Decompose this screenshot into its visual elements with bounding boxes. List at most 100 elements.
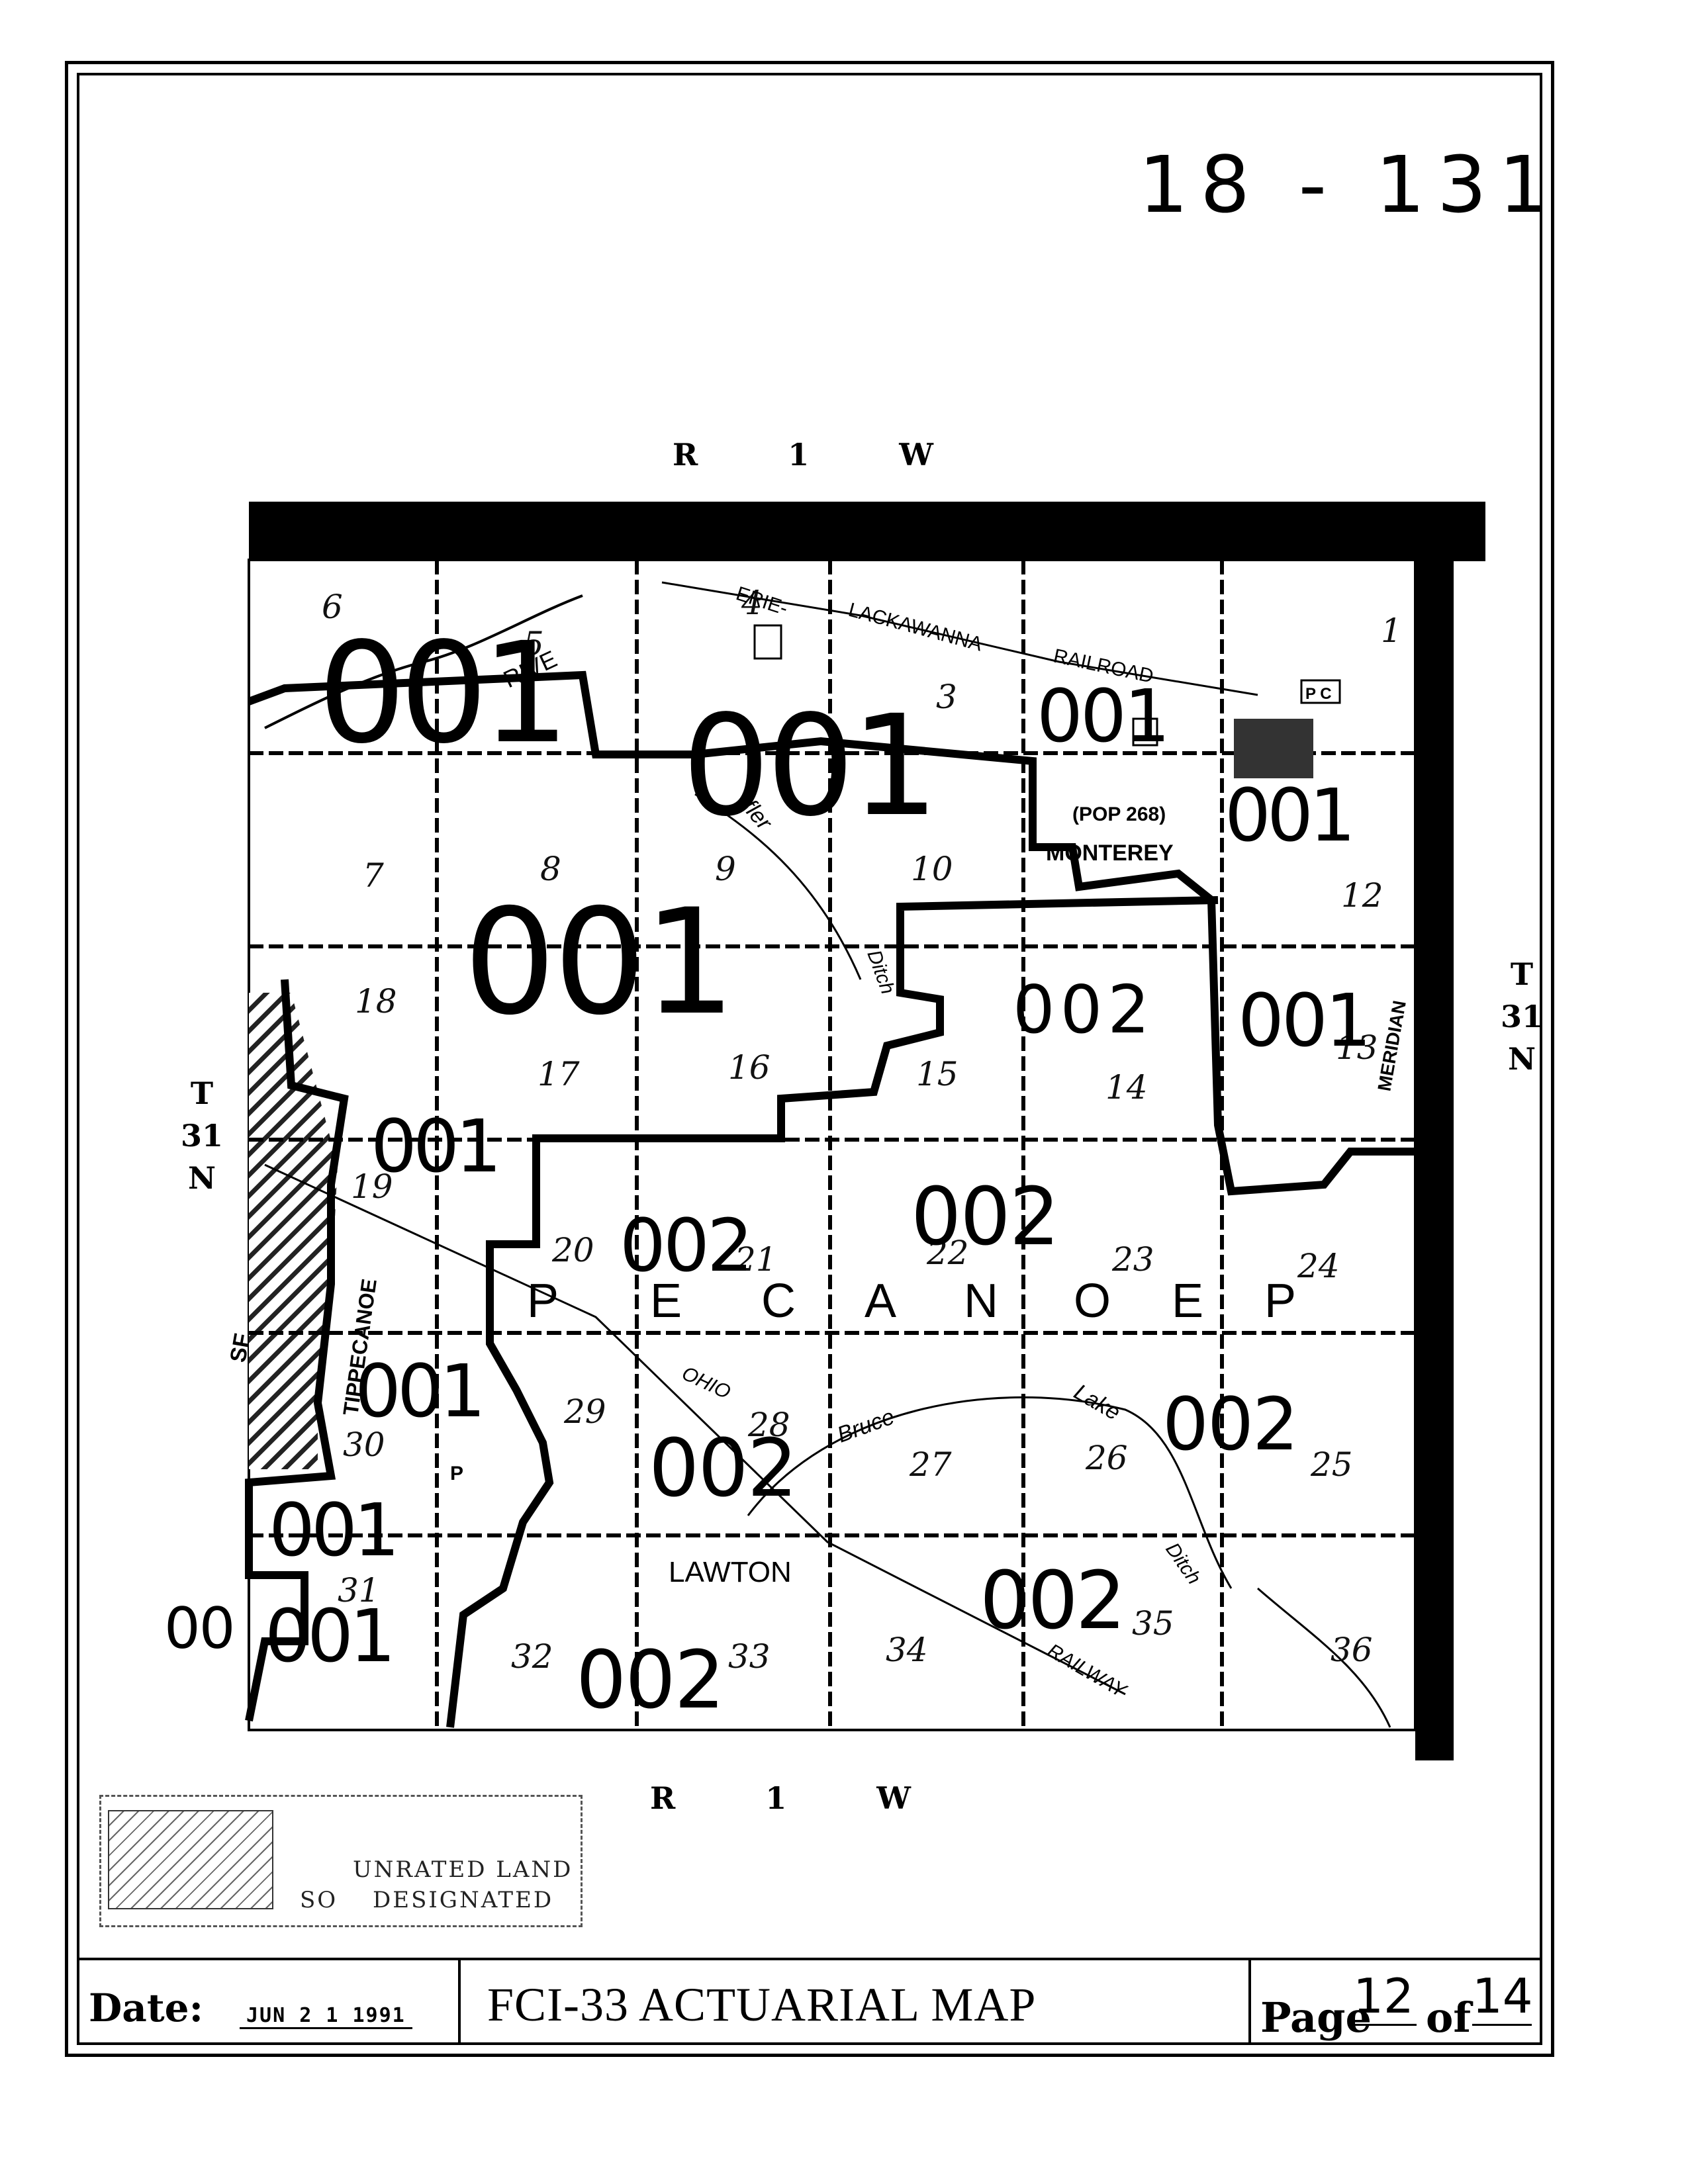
section-31: 31 [338,1571,380,1610]
township-right-num: 31 [1500,999,1543,1034]
zone-label: 002 [911,1171,1058,1263]
zone-label: 001 [1238,978,1369,1063]
section-3: 3 [936,678,957,716]
township-letter: P [1264,1275,1297,1328]
section-6: 6 [322,588,343,626]
park-label: P [450,1463,463,1484]
page-label: Page [1260,1993,1372,2042]
section-grid [249,560,1415,1730]
population-label: (POP 268) [1072,803,1166,825]
town-label: MONTEREY [1046,841,1174,866]
section-23: 23 [1111,1240,1154,1279]
zone-label: 001 [355,1349,482,1433]
zone-label: 002 [649,1423,796,1515]
zone-label: 002 [980,1555,1123,1647]
railway-line [264,1163,1126,1696]
zone-label: 001 [269,1488,396,1572]
ditch-label-2: Ditch [1161,1539,1205,1588]
section-30: 30 [343,1426,385,1464]
ditch-label: Ditch [863,947,898,997]
section-25: 25 [1310,1445,1353,1484]
footer-title-cell: FCI-33 ACTUARIAL MAP [461,1960,1251,2045]
township-letter: N [964,1275,1000,1328]
range-label-bottom: R 1 W [650,1780,951,1816]
zone-label: 002 [1162,1382,1297,1467]
section-4: 4 [741,584,763,622]
section-35: 35 [1132,1604,1174,1643]
date-value: JUN 2 1 1991 [240,2004,412,2029]
zone-label: 001 [1037,674,1168,758]
township-left-t: T [190,1075,214,1111]
page-total: 14 [1472,1968,1533,2026]
map-id: 18 - 131 [1139,139,1560,230]
map-right-border [1415,523,1454,1760]
zone-boundary-west [245,979,349,1722]
section-15: 15 [916,1055,959,1093]
zone-labels: 001 001 001 001 001 001 001 001 001 00 0… [164,612,1372,1727]
zone-label: 002 [576,1635,724,1727]
lake-label: Lake [1070,1379,1125,1426]
page-of-label: of [1426,1993,1472,2042]
section-5: 5 [523,625,544,663]
lawton-label: LAWTON [669,1556,792,1588]
footer-date-cell: Date: JUN 2 1 1991 [77,1960,461,2045]
section-13: 13 [1336,1028,1378,1067]
section-12: 12 [1341,876,1383,915]
railway-label: RAILWAY [1044,1639,1131,1702]
meridian-label: MERIDIAN [1374,999,1410,1093]
legend-hatch-swatch [108,1810,273,1909]
section-33: 33 [728,1637,771,1676]
township-letter: A [865,1275,898,1328]
section-36: 36 [1331,1631,1373,1669]
zone-boundary-lower [446,896,1219,1728]
footer-page-cell: Page 12 of 14 [1251,1960,1542,2045]
railroad-label-lackawanna: LACKAWANNA [846,599,984,656]
zone-label: 002 [1013,971,1155,1048]
section-17: 17 [538,1055,580,1093]
town-block [1234,719,1313,778]
township-left-num: 31 [180,1118,223,1154]
zone-label: 001 [682,685,935,847]
bruce-lake-ditch [747,1396,1233,1589]
section-21: 21 [734,1240,777,1279]
creek-line [1257,1587,1391,1728]
ditch-line [694,793,862,980]
section-10: 10 [911,850,953,888]
legend-unrated-land: UNRATED LAND SO DESIGNATED [99,1795,583,1927]
map-title: FCI-33 ACTUARIAL MAP [487,1978,1037,2031]
zone-label: 002 [620,1203,751,1288]
railroad-top-line [661,581,1258,696]
section-18: 18 [355,982,397,1021]
township-label-left: T 31 N [172,1072,232,1199]
township-letter: P [527,1275,560,1328]
section-19: 19 [351,1167,393,1206]
cemetery-icon-2 [1132,717,1158,747]
zone-label: 001 [1225,773,1352,858]
section-1: 1 [1381,612,1402,650]
legend-line2-a: SO [300,1887,338,1913]
ohio-label: OHIO [678,1362,733,1403]
section-16: 16 [728,1048,771,1087]
footer-bar: Date: JUN 2 1 1991 FCI-33 ACTUARIAL MAP … [77,1958,1542,2045]
township-right-n: N [1507,1041,1536,1077]
section-27: 27 [909,1445,952,1484]
zone-label: 001 [371,1104,498,1189]
zone-label: 001 [265,1594,392,1678]
section-7: 7 [363,856,384,895]
bruce-label: Bruce [834,1404,898,1447]
outer-frame [65,61,1554,2057]
legend-line2-b: DESIGNATED [373,1887,554,1913]
section-34: 34 [886,1631,928,1669]
township-letter: E [650,1275,683,1328]
section-29: 29 [563,1392,606,1431]
map-top-border [249,502,1485,561]
cemetery-icon [753,624,782,660]
section-9: 9 [715,850,736,888]
legend-line1: UNRATED LAND [353,1856,573,1883]
township-name: P E C A N O E P [527,1275,1297,1328]
zone-label: 00 [164,1596,234,1662]
post-office-box [1300,679,1341,704]
zone-label: 001 [463,878,733,1047]
section-22: 22 [926,1234,969,1272]
